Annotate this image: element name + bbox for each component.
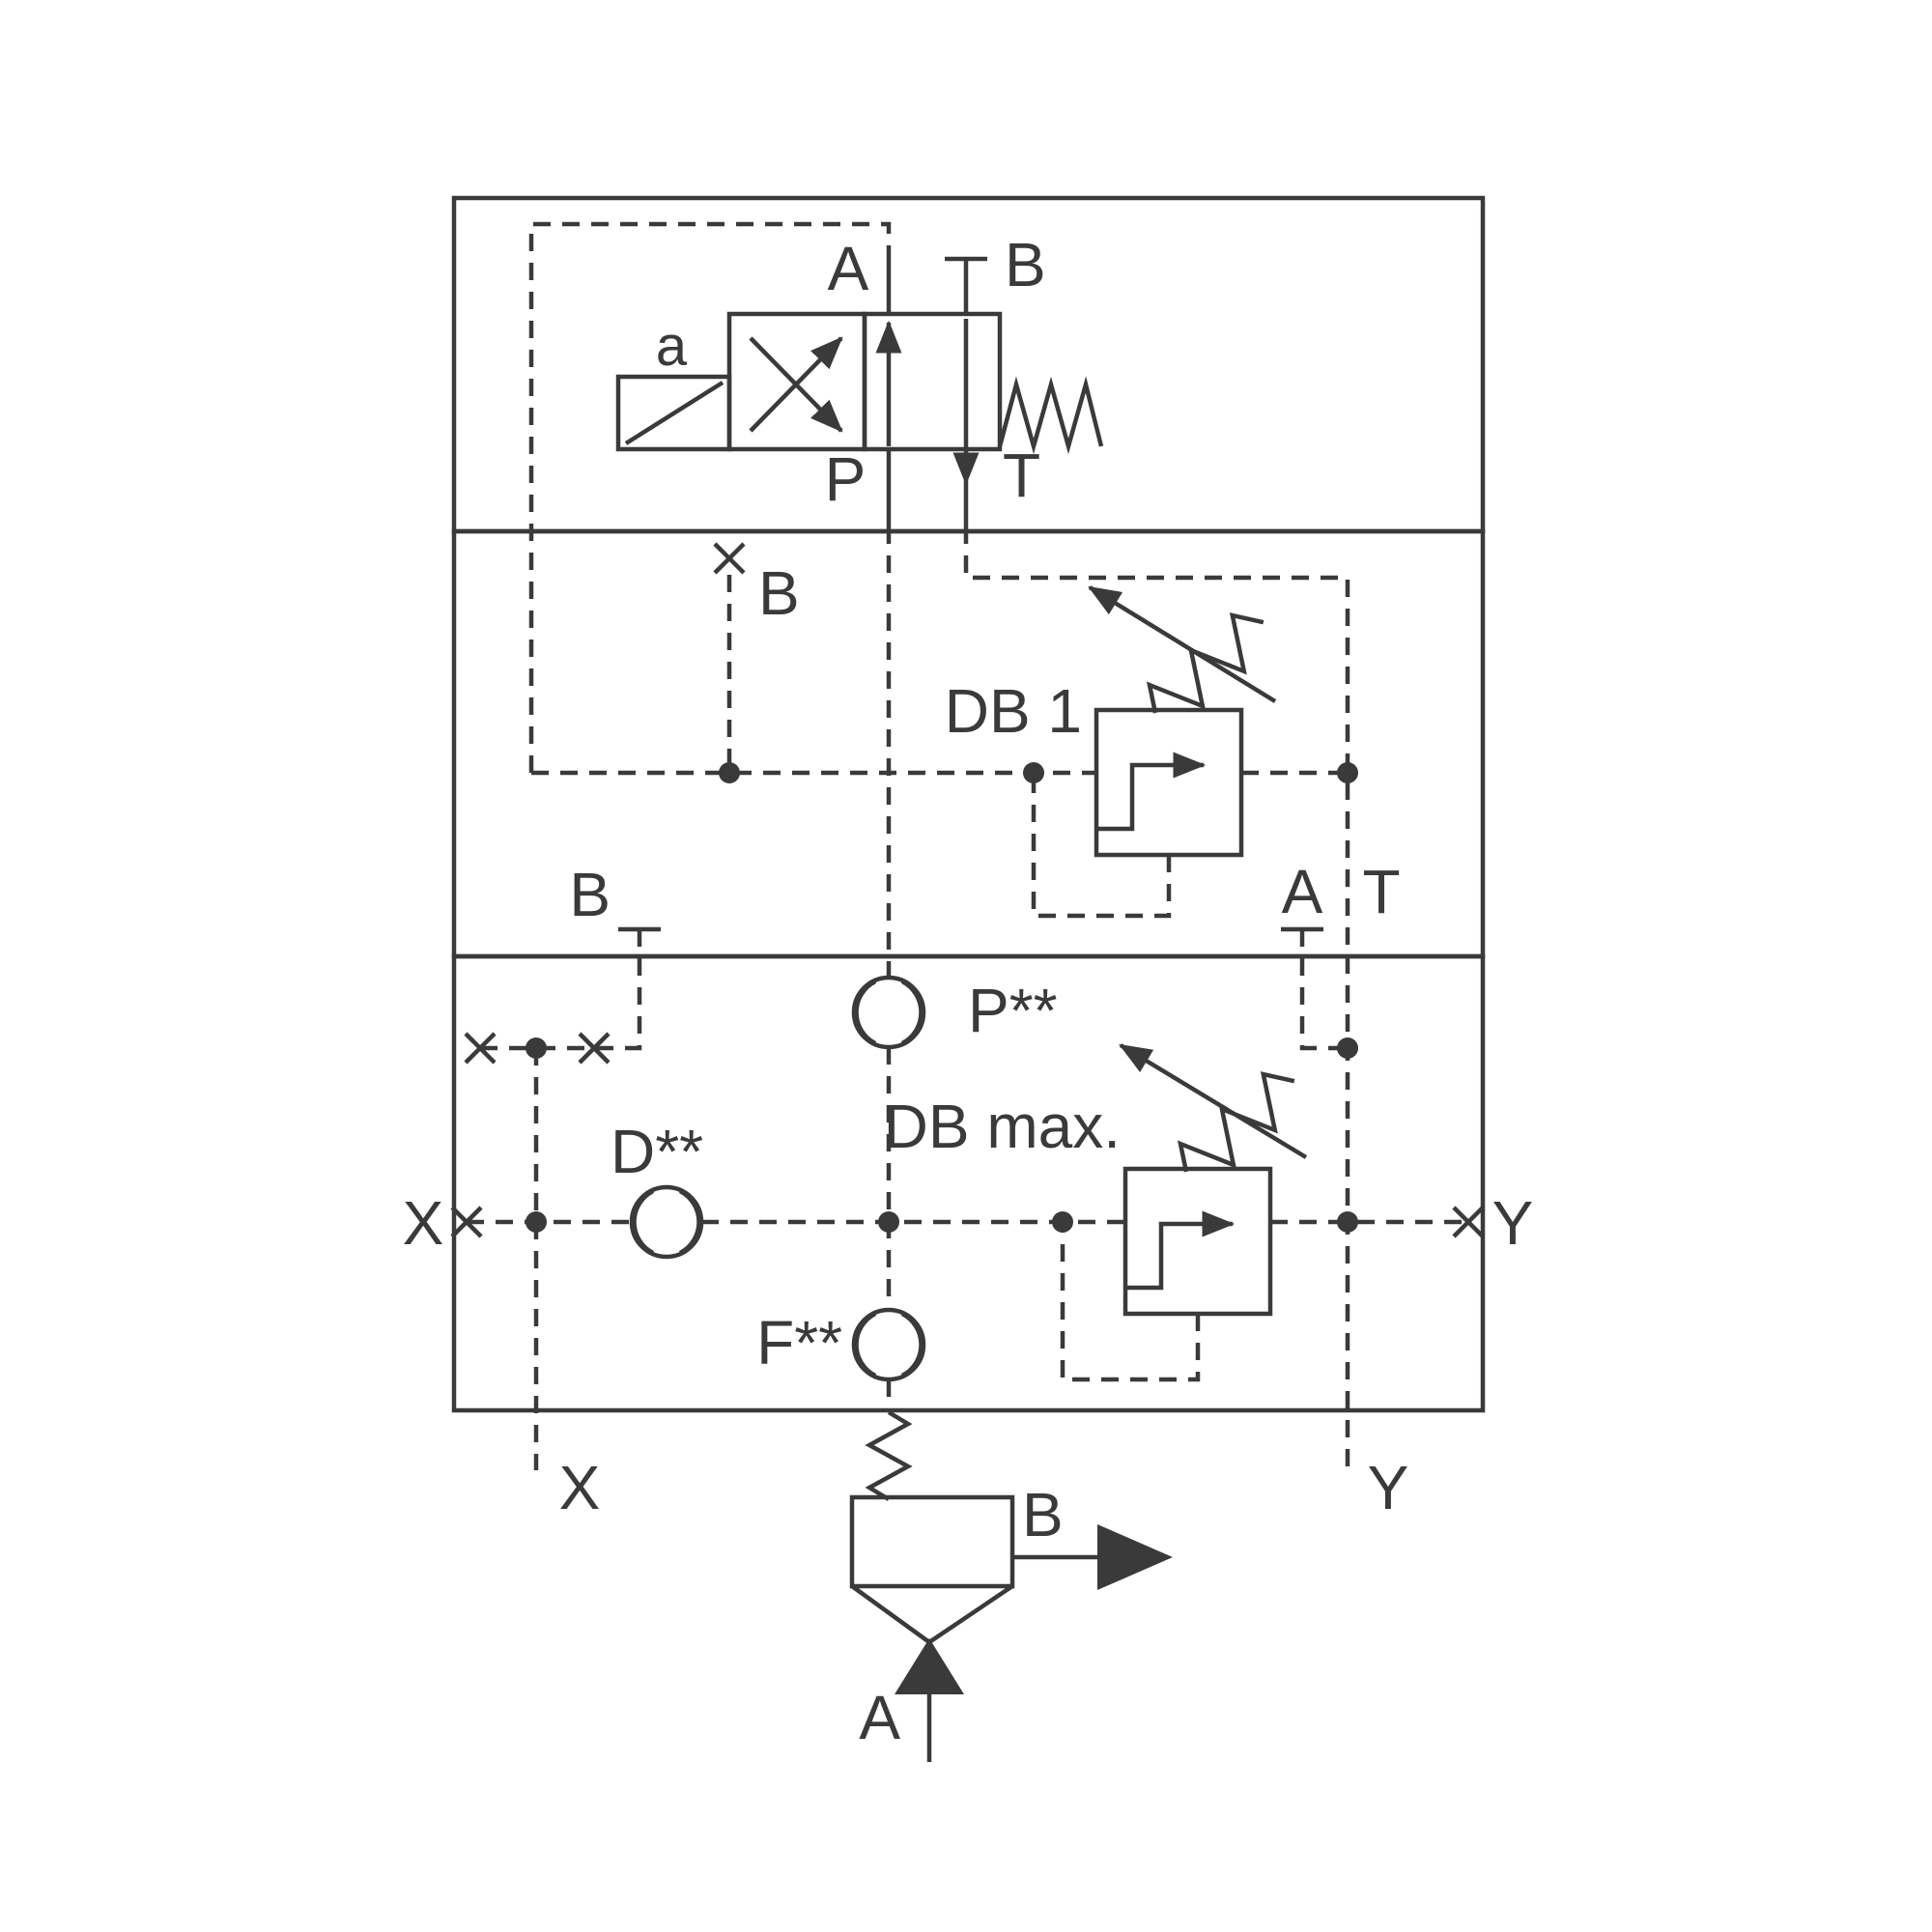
- orifice-p-icon: [851, 975, 926, 1050]
- x-port-cross-icon: [450, 1206, 483, 1238]
- valve-port-p-label: P: [825, 444, 867, 514]
- port-marks: B B A T X Y X Y: [403, 542, 1534, 1522]
- db1-body: [1094, 707, 1244, 858]
- junction-dot: [1337, 1037, 1358, 1059]
- junction-dot: [1052, 1211, 1073, 1233]
- x-bottom-label: X: [559, 1453, 601, 1522]
- b-outlet-arrow-icon: [1097, 1524, 1173, 1590]
- pilot-loop-top: [528, 221, 892, 773]
- x-port-label: X: [403, 1188, 444, 1258]
- interface-a-label: A: [1282, 857, 1323, 926]
- plug-cross-left-icon: [464, 1032, 497, 1065]
- db1-label: DB 1: [945, 676, 1082, 746]
- check-body: [849, 1494, 1015, 1589]
- junction-dot: [526, 1037, 547, 1059]
- junction-dot: [1023, 762, 1044, 783]
- plug-cross-b-icon: [713, 542, 746, 575]
- block-bottom: [451, 953, 1486, 1413]
- junction-dot: [878, 1211, 899, 1233]
- junction-dot: [1337, 1211, 1358, 1233]
- plugged-b-label: B: [758, 558, 800, 628]
- interface-a-line: [1299, 929, 1348, 1051]
- interface-t-label: T: [1362, 857, 1400, 926]
- db1-flow-arrow: [1096, 752, 1207, 832]
- seat-left: [850, 1584, 931, 1644]
- check-valve: B A: [849, 1410, 1173, 1762]
- poppet-icon: [895, 1638, 964, 1694]
- y-port-label: Y: [1492, 1188, 1534, 1258]
- orifice-d-arcs: [632, 1189, 701, 1255]
- relief-valve-db1: DB 1: [945, 585, 1280, 858]
- check-spring-icon: [865, 1410, 913, 1501]
- dbmax-pilot-loop: [1060, 1222, 1201, 1382]
- orifice-f-arcs: [854, 1312, 923, 1378]
- plug-cross-b2-icon: [578, 1032, 611, 1065]
- seat-right: [927, 1584, 1014, 1644]
- orifice-p: P**: [851, 975, 1058, 1050]
- dbmax-body: [1122, 1166, 1273, 1317]
- orifice-f-icon: [851, 1307, 926, 1382]
- orifice-f-label: F**: [756, 1308, 842, 1378]
- check-b-label: B: [1022, 1480, 1064, 1549]
- db1-spring-icon: [1139, 603, 1279, 732]
- dbmax-flow-arrow: [1125, 1210, 1236, 1291]
- directional-valve: a A B P T: [615, 230, 1104, 526]
- crossed-arrow-down: [749, 336, 843, 433]
- orifice-d-label: D**: [611, 1117, 703, 1186]
- t-channel-line: [963, 526, 1350, 1470]
- db1-pilot-loop: [1031, 773, 1172, 919]
- orifice-p-label: P**: [968, 976, 1058, 1045]
- dbmax-adjust-arrow-icon: [1119, 1043, 1308, 1159]
- db1-adjust-arrow-icon: [1088, 585, 1277, 703]
- junction-dot: [719, 762, 740, 783]
- interface-b-line: [480, 929, 642, 1051]
- orifice-d: D**: [611, 1117, 704, 1260]
- block-top: [451, 195, 1486, 534]
- dbmax-label: DB max.: [884, 1092, 1121, 1161]
- y-port-cross-icon: [1452, 1206, 1485, 1238]
- manifold-blocks: [451, 195, 1486, 1413]
- orifice-f: F**: [756, 1307, 926, 1382]
- check-a-label: A: [859, 1683, 900, 1752]
- junction-dot: [1337, 762, 1358, 783]
- valve-return-spring-icon: [997, 376, 1104, 455]
- interface-b-label: B: [569, 860, 611, 929]
- solenoid-label: a: [656, 315, 688, 378]
- valve-port-b-label: B: [1005, 230, 1046, 299]
- valve-port-a-label: A: [828, 234, 869, 303]
- orifice-d-icon: [629, 1184, 704, 1260]
- dbmax-spring-icon: [1170, 1062, 1310, 1191]
- valve-port-t-label: T: [1003, 440, 1040, 510]
- y-bottom-label: Y: [1368, 1453, 1409, 1522]
- relief-valve-dbmax: DB max.: [884, 1043, 1311, 1317]
- junction-dot: [526, 1211, 547, 1233]
- valve-position-parallel: [862, 311, 1003, 452]
- pilot-lines: [467, 221, 1468, 1470]
- orifice-p-arcs: [854, 980, 923, 1045]
- solenoid-slash: [624, 381, 724, 445]
